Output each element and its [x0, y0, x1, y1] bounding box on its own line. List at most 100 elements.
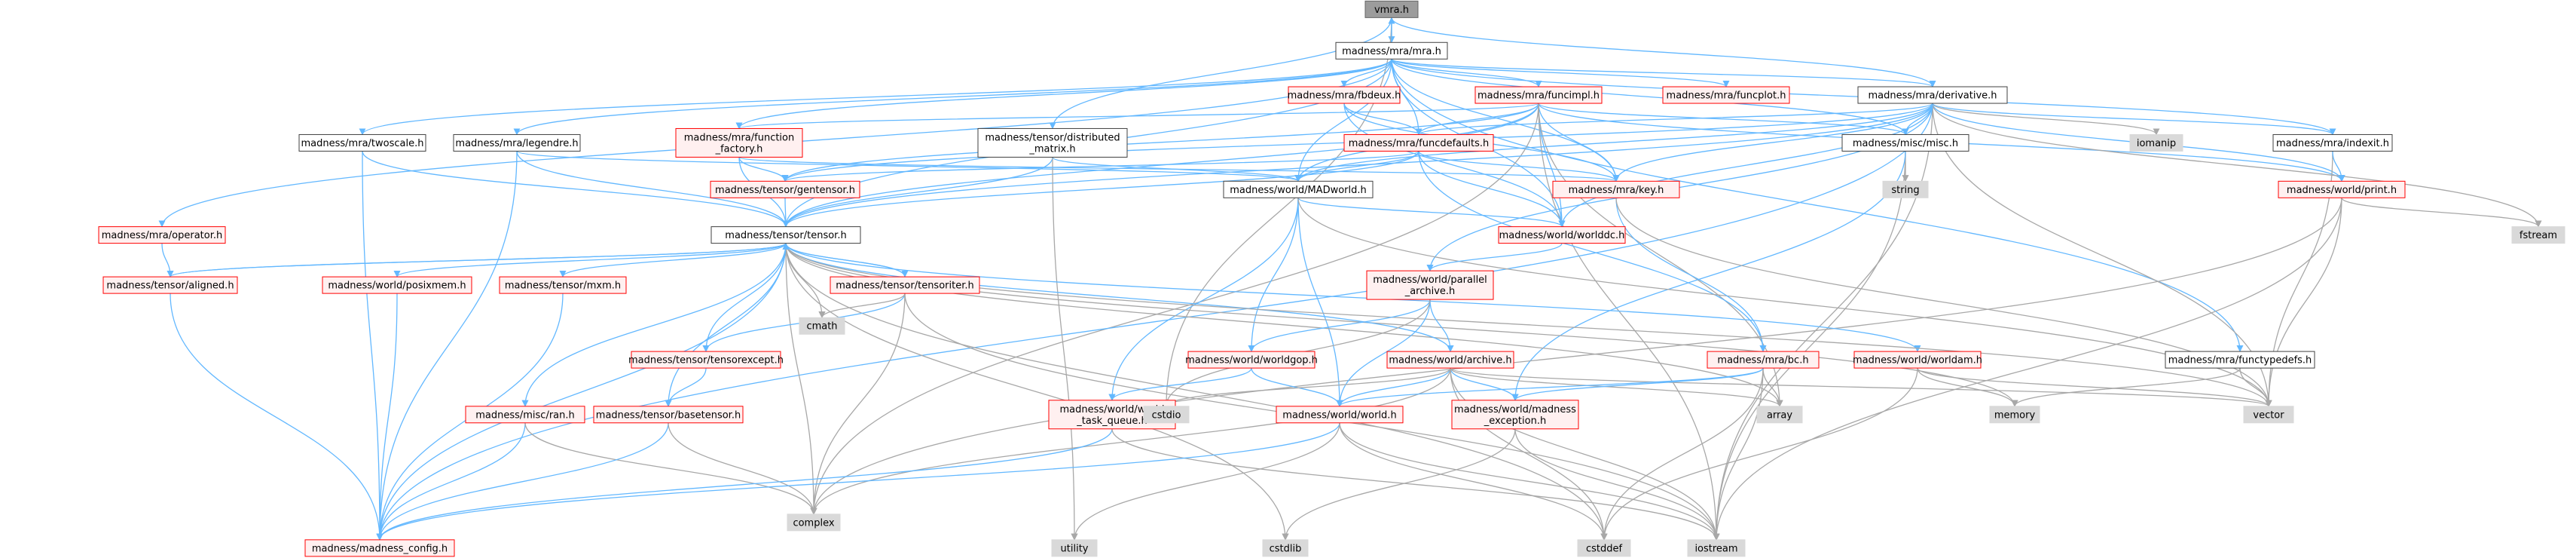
node-box — [2272, 133, 2393, 152]
node-label: string — [1891, 185, 1919, 196]
node-label: madness/tensor/distributed — [985, 132, 1120, 143]
node-posixmem[interactable]: madness/world/posixmem.h — [322, 276, 472, 294]
edge-tensor-to-posixmem — [393, 243, 787, 278]
edge-distmatrix-to-utility — [1052, 157, 1078, 541]
node-worldam[interactable]: madness/world/worldam.h — [1853, 351, 1982, 369]
node-box — [830, 276, 980, 294]
edge-distmatrix-to-madworld — [1052, 156, 1302, 182]
edge-mra-to-twoscale — [359, 59, 1392, 136]
edge-archive-to-cstdio — [1163, 367, 1451, 407]
node-label: _exception.h — [1484, 415, 1546, 427]
node-array: array — [1756, 406, 1803, 424]
node-funcplot[interactable]: madness/mra/funcplot.h — [1662, 86, 1790, 104]
edge-tensor-to-array — [785, 243, 1783, 407]
node-distmatrix[interactable]: madness/tensor/distributed_matrix.h — [977, 127, 1128, 158]
edge-bc-to-iostream — [1713, 368, 1764, 541]
node-archive[interactable]: madness/world/archive.h — [1386, 351, 1514, 369]
edge-madworld-to-worlddc — [1297, 197, 1566, 228]
node-label: cstdlib — [1270, 543, 1302, 554]
node-tensoriter[interactable]: madness/tensor/tensoriter.h — [830, 276, 980, 294]
node-label: utility — [1061, 543, 1089, 554]
node-config[interactable]: madness/madness_config.h — [304, 539, 455, 557]
edge-funcdefaults-to-bc — [1418, 151, 1767, 353]
node-box — [1451, 400, 1579, 430]
edge-bc-to-world — [1336, 367, 1764, 407]
node-box — [304, 539, 455, 557]
node-label: iomanip — [2137, 138, 2176, 149]
node-box — [2511, 226, 2565, 244]
node-box — [1143, 406, 1190, 424]
edge-tensor-to-vector — [785, 243, 2272, 407]
edge-mra-to-function_factory — [735, 59, 1392, 130]
node-misc[interactable]: madness/misc/misc.h — [1841, 133, 1969, 152]
edge-funcdefaults-to-madworld — [1294, 151, 1419, 182]
node-gentensor[interactable]: madness/tensor/gentensor.h — [710, 180, 860, 198]
edge-bc-to-cstddef — [1600, 368, 1764, 541]
node-key[interactable]: madness/mra/key.h — [1552, 180, 1680, 198]
node-label: madness/misc/misc.h — [1853, 138, 1958, 149]
node-indexit[interactable]: madness/mra/indexit.h — [2272, 133, 2393, 152]
node-mra[interactable]: madness/mra/mra.h — [1335, 41, 1448, 60]
node-madworld[interactable]: madness/world/MADworld.h — [1223, 180, 1374, 198]
node-box — [1857, 86, 2008, 104]
node-label: madness/madness_config.h — [312, 543, 448, 554]
node-label: madness/world/archive.h — [1389, 355, 1511, 366]
node-worlddc[interactable]: madness/world/worlddc.h — [1498, 226, 1626, 244]
node-funcdefaults[interactable]: madness/mra/funcdefaults.h — [1343, 133, 1494, 152]
edge-derivative-to-key — [1612, 103, 1933, 182]
node-worldgop[interactable]: madness/world/worldgop.h — [1185, 351, 1318, 369]
edge-tensor-to-tensorexcept — [702, 243, 787, 353]
node-box — [1552, 180, 1680, 198]
node-legendre[interactable]: madness/mra/legendre.h — [453, 133, 581, 152]
node-funcimpl[interactable]: madness/mra/funcimpl.h — [1474, 86, 1603, 104]
node-label: madness/world/world — [1059, 404, 1164, 415]
node-print[interactable]: madness/world/print.h — [2278, 180, 2406, 198]
node-operator[interactable]: madness/mra/operator.h — [98, 226, 226, 244]
node-vmra: vmra.h — [1364, 0, 1419, 18]
node-fstream: fstream — [2511, 226, 2565, 244]
node-tensor[interactable]: madness/tensor/tensor.h — [710, 226, 861, 244]
edge-mra-to-derivative — [1391, 58, 1936, 87]
node-label: madness/tensor/gentensor.h — [715, 185, 855, 196]
node-basetensor[interactable]: madness/tensor/basetensor.h — [593, 406, 744, 424]
node-function_factory[interactable]: madness/mra/function_factory.h — [675, 127, 803, 158]
edge-worlddc-to-parallel_archive — [1426, 243, 1563, 272]
edge-functypedefs-to-vector — [2239, 368, 2272, 407]
node-complex: complex — [787, 514, 841, 532]
node-world[interactable]: madness/world/world.h — [1276, 406, 1404, 424]
node-box — [1498, 226, 1626, 244]
edge-funcimpl-to-function_factory — [735, 103, 1539, 130]
edge-madexcept-to-iostream — [1514, 428, 1720, 541]
node-box — [1882, 180, 1929, 198]
edge-derivative-to-indexit — [1932, 103, 2336, 136]
edge-tensor-to-archive — [785, 243, 1454, 353]
node-memory: memory — [1989, 406, 2040, 424]
node-box — [1853, 351, 1982, 369]
edge-mra-to-functypedefs — [1391, 59, 2244, 353]
edge-archive-to-cstddef — [1450, 368, 1608, 541]
node-mxm[interactable]: madness/tensor/mxm.h — [499, 276, 627, 294]
edge-derivative-to-config — [376, 103, 1933, 541]
edge-vmra-to-distmatrix — [1049, 17, 1392, 130]
node-tensorexcept[interactable]: madness/tensor/tensorexcept.h — [628, 351, 784, 369]
edge-legendre-to-config — [376, 151, 518, 541]
edge-task_queue-to-iostream — [1111, 428, 1720, 541]
node-label: cstddef — [1586, 543, 1623, 554]
node-label: memory — [1994, 409, 2036, 421]
node-twoscale[interactable]: madness/mra/twoscale.h — [298, 133, 426, 152]
node-fbdeux[interactable]: madness/mra/fbdeux.h — [1288, 86, 1401, 104]
edge-parallel_archive-to-worldgop — [1248, 299, 1431, 353]
edge-vmra-to-derivative — [1391, 17, 1936, 87]
node-bc[interactable]: madness/mra/bc.h — [1707, 351, 1820, 369]
node-functypedefs[interactable]: madness/mra/functypedefs.h — [2165, 351, 2315, 369]
node-ran[interactable]: madness/misc/ran.h — [465, 406, 585, 424]
node-madexcept[interactable]: madness/world/madness_exception.h — [1451, 400, 1579, 430]
node-parallel_archive[interactable]: madness/world/parallel_archive.h — [1366, 270, 1494, 300]
node-box — [1474, 86, 1603, 104]
node-label: madness/mra/mra.h — [1342, 46, 1441, 57]
node-aligned[interactable]: madness/tensor/aligned.h — [102, 276, 238, 294]
node-label: madness/world/print.h — [2287, 185, 2397, 196]
node-derivative[interactable]: madness/mra/derivative.h — [1857, 86, 2008, 104]
edge-worldam-to-cstddef — [1600, 368, 1918, 541]
